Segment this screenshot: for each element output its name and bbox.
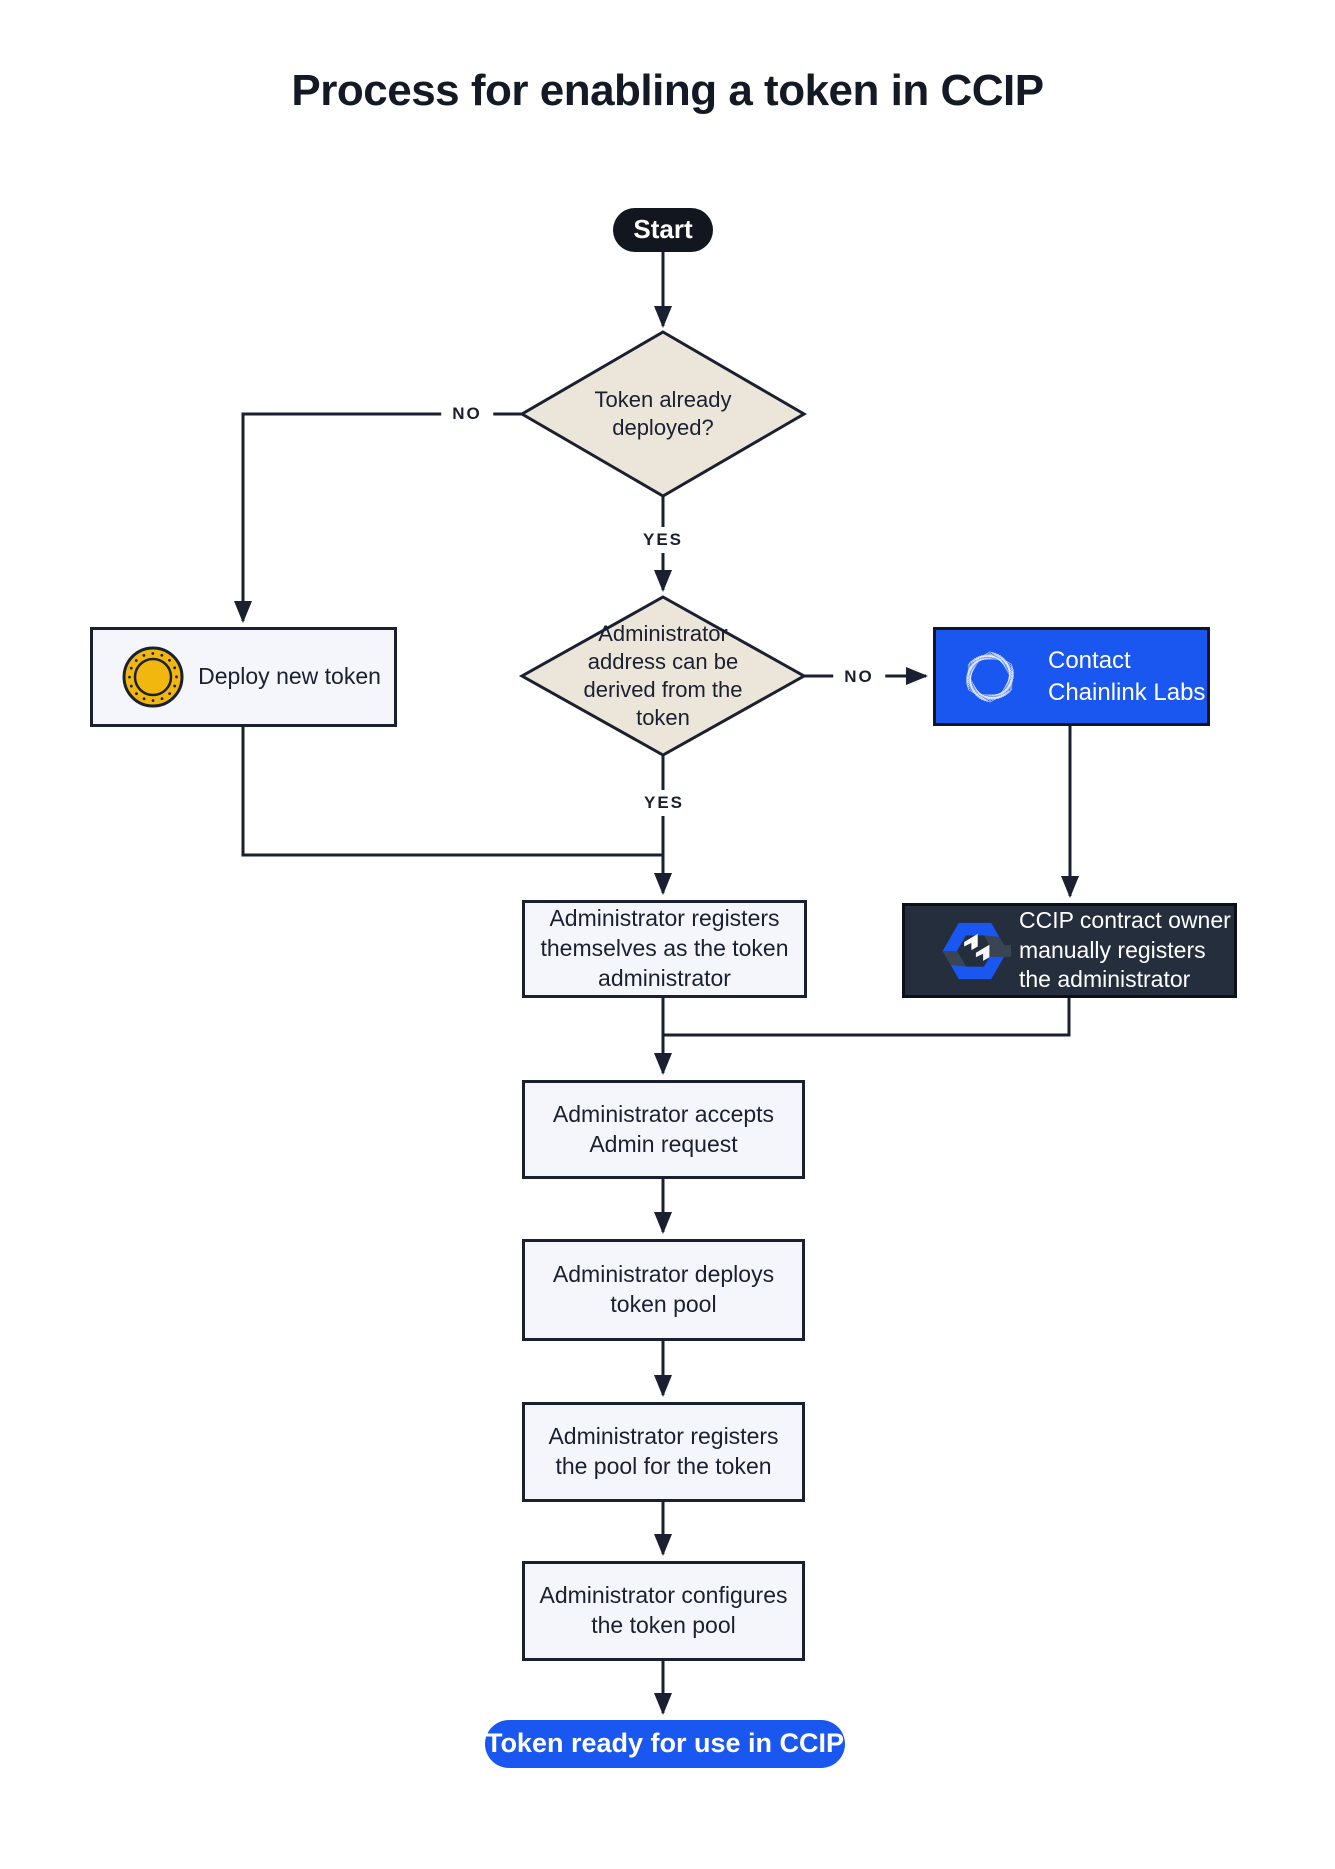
decision-token-deployed-label: Token already deployed? bbox=[594, 387, 732, 440]
edge-label-no-right: NO bbox=[833, 664, 885, 690]
coin-icon bbox=[122, 646, 184, 708]
ccip-owner-registers-node: CCIP contract owner manually registers t… bbox=[902, 903, 1237, 998]
token-ready-label: Token ready for use in CCIP bbox=[485, 1728, 845, 1759]
decision-token-deployed-shape bbox=[519, 330, 807, 498]
ccip-owner-registers-label: CCIP contract owner manually registers t… bbox=[1019, 907, 1231, 993]
token-ready-node: Token ready for use in CCIP bbox=[485, 1720, 845, 1768]
edge-label-yes-top: YES bbox=[631, 527, 695, 553]
edge-label-no-left: NO bbox=[441, 401, 493, 427]
admin-accepts-node: Administrator accepts Admin request bbox=[522, 1080, 805, 1179]
start-node: Start bbox=[613, 208, 713, 252]
start-label: Start bbox=[633, 214, 693, 245]
connector-ccip-owner-to-junction bbox=[664, 998, 1071, 1037]
admin-registers-pool-node: Administrator registers the pool for the… bbox=[522, 1402, 805, 1502]
deploy-new-token-node: Deploy new token bbox=[90, 627, 397, 727]
decision-admin-address-label: Administrator address can be derived fro… bbox=[583, 621, 743, 730]
decision-admin-address-shape bbox=[518, 595, 808, 757]
connector-no-to-deploy bbox=[234, 412, 522, 623]
contact-chainlink-labs-label: Contact Chainlink Labs bbox=[1048, 646, 1206, 706]
contact-chainlink-labs-node: Contact Chainlink Labs bbox=[933, 627, 1210, 726]
deploy-new-token-label: Deploy new token bbox=[198, 663, 381, 690]
page-title: Process for enabling a token in CCIP bbox=[291, 66, 1044, 115]
admin-deploys-pool-node: Administrator deploys token pool bbox=[522, 1239, 805, 1341]
admin-configures-pool-node: Administrator configures the token pool bbox=[522, 1561, 805, 1661]
chainlink-logo-icon bbox=[965, 651, 1015, 702]
edge-label-yes-bottom: YES bbox=[632, 790, 696, 816]
admin-registers-self-node: Administrator registers themselves as th… bbox=[522, 900, 807, 998]
connector-deploy-to-junction bbox=[241, 727, 663, 857]
ccip-logo-icon bbox=[942, 922, 1011, 979]
